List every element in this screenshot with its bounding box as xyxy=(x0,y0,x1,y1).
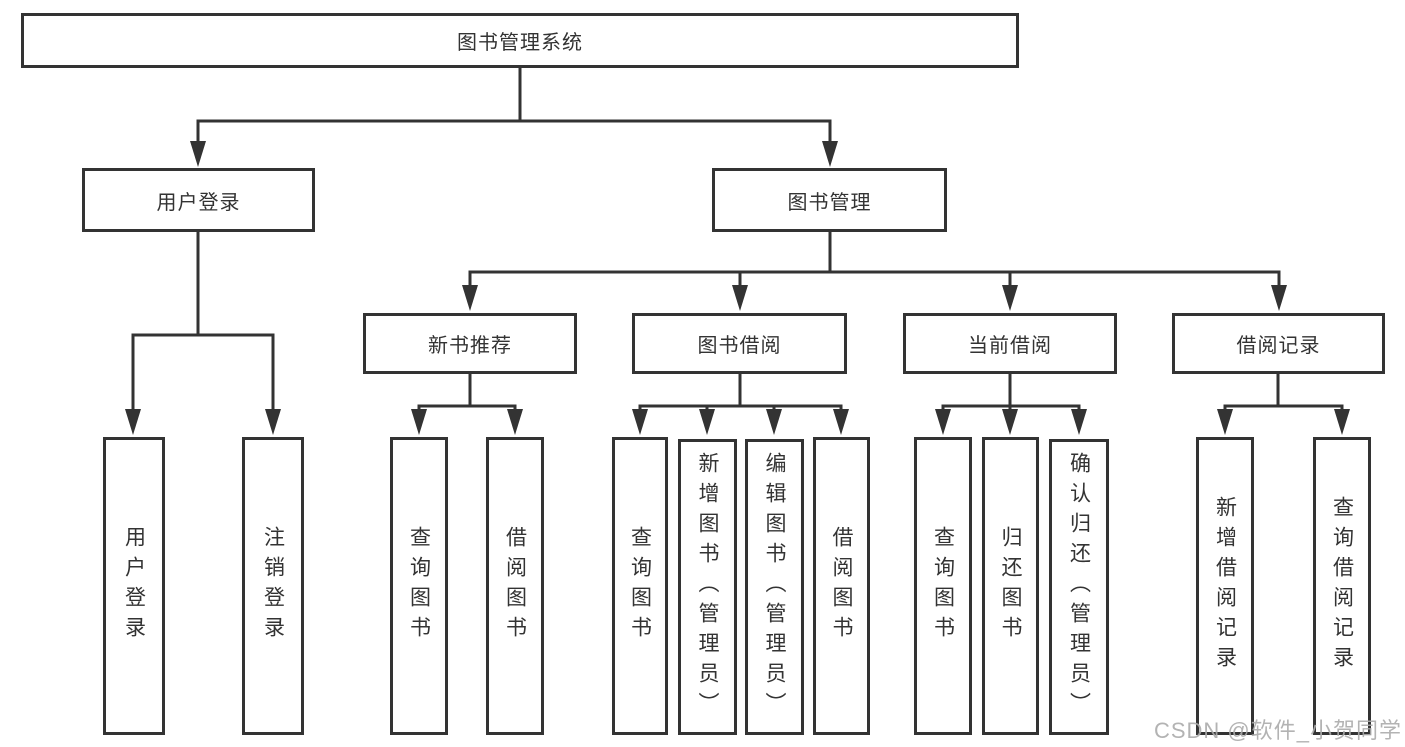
arrow-down-icon xyxy=(1002,285,1018,311)
arrow-down-icon xyxy=(265,409,281,435)
connector-book-management xyxy=(462,230,1287,311)
leaf-newrec-query-books: 查询图书 xyxy=(390,437,448,735)
leaf-user-login: 用户登录 xyxy=(103,437,165,735)
leaf-label: 借阅图书 xyxy=(503,526,527,646)
leaf-label: 注销登录 xyxy=(261,526,285,646)
leaf-borrow-edit-books-admin: 编辑图书（管理员） xyxy=(745,439,804,735)
node-book-management: 图书管理 xyxy=(712,168,947,232)
leaf-label: 查询图书 xyxy=(407,526,431,646)
connector-new-book-recommend xyxy=(411,372,523,435)
connector-borrow-records xyxy=(1217,372,1350,435)
arrow-down-icon xyxy=(732,285,748,311)
arrow-down-icon xyxy=(822,141,838,167)
arrow-down-icon xyxy=(1071,409,1087,435)
node-root: 图书管理系统 xyxy=(21,13,1019,68)
arrow-down-icon xyxy=(462,285,478,311)
leaf-current-return-books: 归还图书 xyxy=(982,437,1039,735)
leaf-label: 查询图书 xyxy=(628,526,652,646)
arrow-down-icon xyxy=(766,409,782,435)
arrow-down-icon xyxy=(1002,409,1018,435)
connector-root xyxy=(190,66,838,167)
arrow-down-icon xyxy=(190,141,206,167)
leaf-current-query-books: 查询图书 xyxy=(914,437,972,735)
leaf-label: 借阅图书 xyxy=(830,526,853,646)
arrow-down-icon xyxy=(699,409,715,435)
arrow-down-icon xyxy=(1271,285,1287,311)
arrow-down-icon xyxy=(935,409,951,435)
leaf-label: 用户登录 xyxy=(122,526,146,646)
arrow-down-icon xyxy=(632,409,648,435)
leaf-label: 查询图书 xyxy=(931,526,955,646)
arrow-down-icon xyxy=(507,409,523,435)
node-new-book-recommend: 新书推荐 xyxy=(363,313,577,374)
leaf-label: 查询借阅记录 xyxy=(1330,496,1354,676)
leaf-label: 新增借阅记录 xyxy=(1213,496,1237,676)
leaf-label: 编辑图书（管理员） xyxy=(763,452,786,722)
leaf-records-add-record: 新增借阅记录 xyxy=(1196,437,1254,735)
node-borrow-records: 借阅记录 xyxy=(1172,313,1385,374)
node-current-borrow: 当前借阅 xyxy=(903,313,1117,374)
leaf-borrow-add-books-admin: 新增图书（管理员） xyxy=(678,439,737,735)
leaf-label: 新增图书（管理员） xyxy=(696,452,719,722)
leaf-logout: 注销登录 xyxy=(242,437,304,735)
connector-user-login xyxy=(125,230,281,435)
arrow-down-icon xyxy=(1217,409,1233,435)
csdn-watermark: CSDN @软件_小贺同学 xyxy=(1153,718,1402,743)
leaf-borrow-query-books: 查询图书 xyxy=(612,437,668,735)
node-book-borrow: 图书借阅 xyxy=(632,313,847,374)
arrow-down-icon xyxy=(833,409,849,435)
leaf-current-confirm-return-admin: 确认归还（管理员） xyxy=(1049,439,1109,735)
node-user-login: 用户登录 xyxy=(82,168,315,232)
arrow-down-icon xyxy=(1334,409,1350,435)
connector-book-borrow xyxy=(632,372,849,435)
connector-current-borrow xyxy=(935,372,1087,435)
arrow-down-icon xyxy=(411,409,427,435)
leaf-borrow-borrow-books: 借阅图书 xyxy=(813,437,870,735)
leaf-records-query-record: 查询借阅记录 xyxy=(1313,437,1371,735)
arrow-down-icon xyxy=(125,409,141,435)
leaf-label: 确认归还（管理员） xyxy=(1067,452,1091,722)
leaf-newrec-borrow-books: 借阅图书 xyxy=(486,437,544,735)
leaf-label: 归还图书 xyxy=(999,526,1022,646)
